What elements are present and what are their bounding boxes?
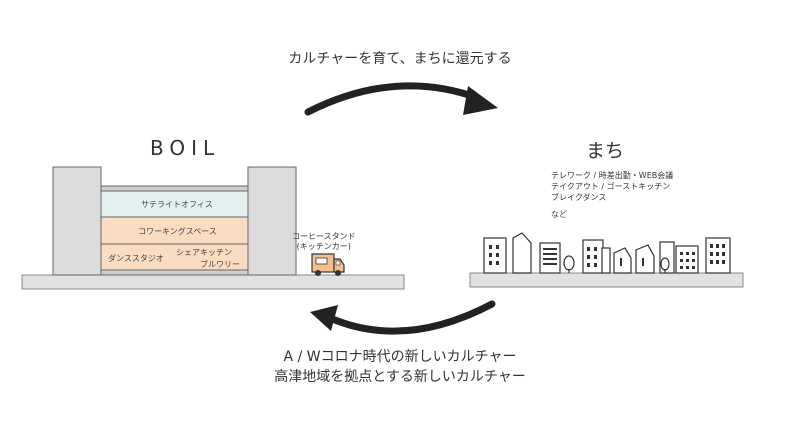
top-caption: カルチャーを育て、まちに還元する [288,51,512,67]
machi-activity-item: テレワーク / 時差出勤・WEB会議 [551,171,674,180]
floor-label-dance-studio: ダンススタジオ [108,254,164,263]
bottom-caption: A / Wコロナ時代の新しいカルチャー 高津地域を拠点とする新しいカルチャー [0,347,800,387]
floor-label-satellite-office: サテライトオフィス [141,200,213,209]
top-cycle-arrow [304,82,498,116]
bottom-caption-line1: A / Wコロナ時代の新しいカルチャー [283,349,517,365]
roof-band [100,185,249,192]
truck-label-line2: (キッチンカー) [296,242,351,251]
boil-ground [21,274,405,290]
boil-title: BOIL [150,136,221,160]
machi-activity-item: テイクアウト / ゴーストキッチン [551,182,671,191]
floor-label-brewery: ブルワリー [200,260,240,269]
truck-label: コーヒースタンド (キッチンカー) [292,232,356,252]
floor-satellite-office [100,190,249,218]
floor-label-share-kitchen: シェアキッチン [176,248,232,257]
floor-lower [100,243,249,271]
floor-coworking [100,216,249,245]
bottom-caption-line2: 高津地域を拠点とする新しいカルチャー [274,369,526,385]
machi-etc: など [551,210,567,219]
truck-icon [311,253,345,276]
bottom-cycle-arrow [310,300,496,335]
machi-activity-list: テレワーク / 時差出勤・WEB会議 テイクアウト / ゴーストキッチン ブレイ… [551,170,673,203]
right-tower [247,166,297,276]
town-ground [469,272,744,288]
truck-label-line1: コーヒースタンド [292,232,356,241]
left-tower [52,166,102,276]
town-skyline [469,232,744,288]
base-band [100,269,249,276]
floor-label-coworking: コワーキングスペース [138,227,217,236]
machi-activity-item: ブレイクダンス [551,193,607,202]
boil-building [21,166,405,290]
machi-title: まち [586,140,625,162]
